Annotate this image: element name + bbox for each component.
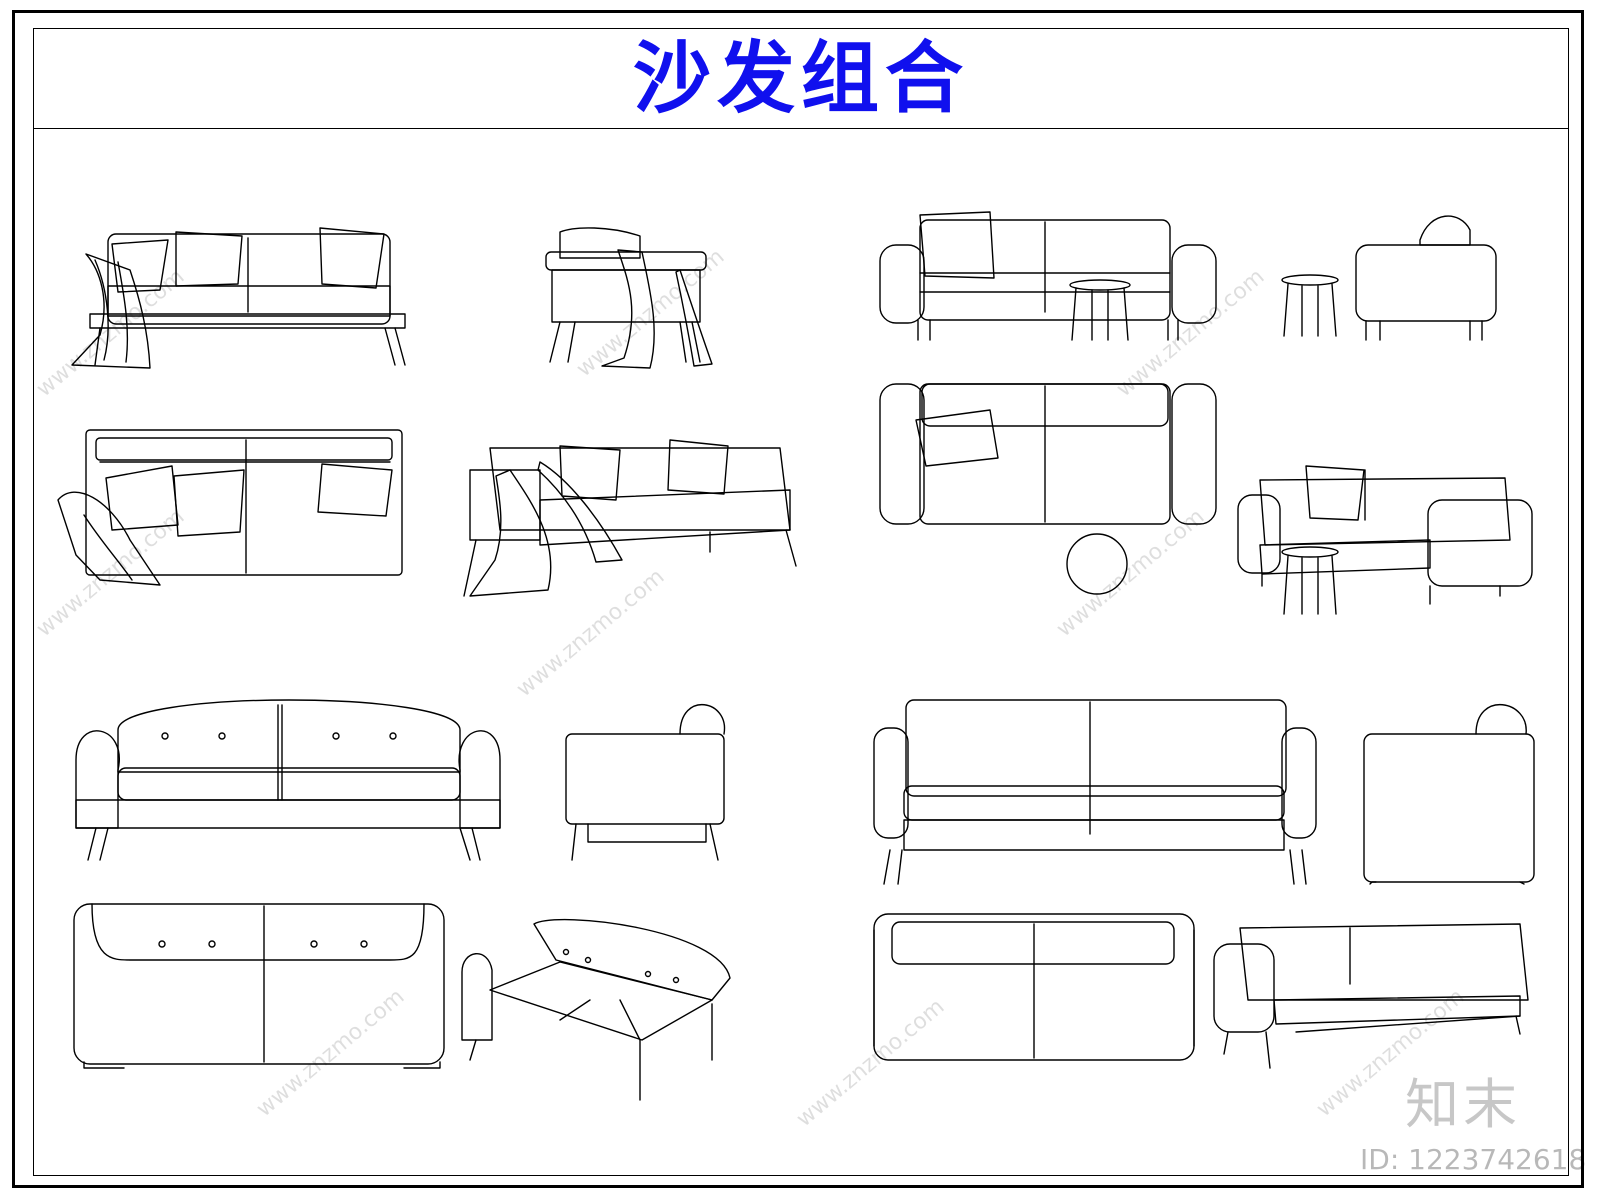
sofa-plan-with-pillows [57,429,403,586]
watermark-id: ID: 1223742618 [1360,1143,1587,1176]
title-band: 沙发组合 [34,29,1568,129]
sofa-perspective-side-table [1237,465,1533,615]
large-armchair-side [1363,704,1535,885]
tufted-armchair-side [565,704,726,861]
drawing-frame: 沙发组合 [33,28,1569,1176]
sofa-perspective-with-throw [463,439,797,597]
large-sofa-perspective [1213,923,1529,1069]
round-table-plan [1066,533,1128,595]
tufted-sofa-plan [73,903,445,1069]
drawing-sheet: 沙发组合 [12,10,1584,1188]
side-table-front [1281,274,1339,337]
large-sofa-front [873,699,1317,885]
sofa-front-roll-arms [879,211,1217,341]
sofa-plan-roll-arms [879,383,1217,525]
armchair-side-with-throw [545,227,713,369]
tufted-sofa-perspective [461,918,731,1101]
large-sofa-plan [873,913,1195,1061]
page-title: 沙发组合 [632,33,969,124]
tufted-sofa-front [75,699,501,861]
armchair-side-roll [1355,215,1497,341]
sofa-front-with-throw [71,227,406,369]
watermark-brand: 知末 [1405,1073,1521,1136]
